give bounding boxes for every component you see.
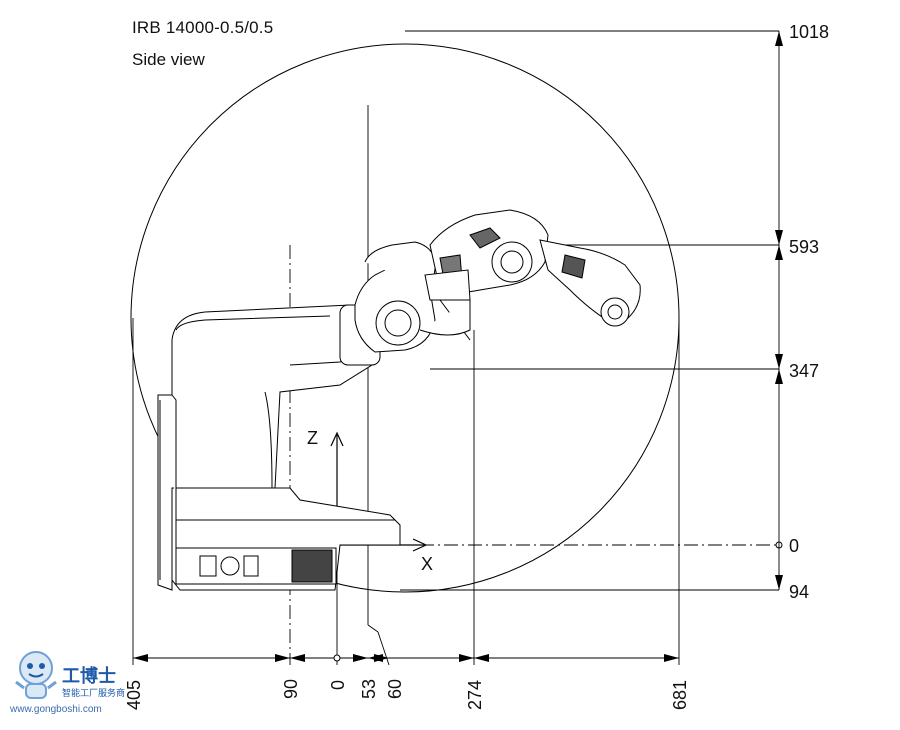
dim-label-274: 274 — [465, 679, 485, 710]
x-axis-label: X — [421, 554, 434, 574]
dim-label-94: 94 — [789, 582, 810, 602]
diagram-title: IRB 14000-0.5/0.5 — [132, 18, 274, 37]
dim-label-681: 681 — [670, 679, 690, 710]
watermark-logo-icon — [15, 651, 57, 699]
vertical-dimension-arrows — [775, 31, 783, 590]
dim-label-0-horizontal: 0 — [328, 679, 348, 690]
dim-label-90: 90 — [281, 678, 301, 699]
dim-label-593: 593 — [789, 237, 820, 257]
dim-label-60: 60 — [385, 678, 405, 699]
watermark-url: www.gongboshi.com — [10, 704, 102, 715]
vertical-dimension-lines — [400, 30, 780, 591]
horizontal-dimension-arrows — [133, 654, 679, 662]
diagram-subtitle: Side view — [132, 50, 205, 69]
robot-body — [157, 304, 401, 591]
robot-arm — [354, 209, 641, 353]
watermark-brand: 工博士 — [62, 666, 116, 687]
dim-label-347: 347 — [789, 361, 820, 381]
dim-label-53: 53 — [359, 678, 379, 699]
dim-label-1018: 1018 — [789, 22, 830, 42]
z-axis-label: Z — [307, 428, 318, 448]
watermark-tagline: 智能工厂服务商 — [62, 689, 126, 699]
dim-label-0-vertical: 0 — [789, 536, 800, 556]
